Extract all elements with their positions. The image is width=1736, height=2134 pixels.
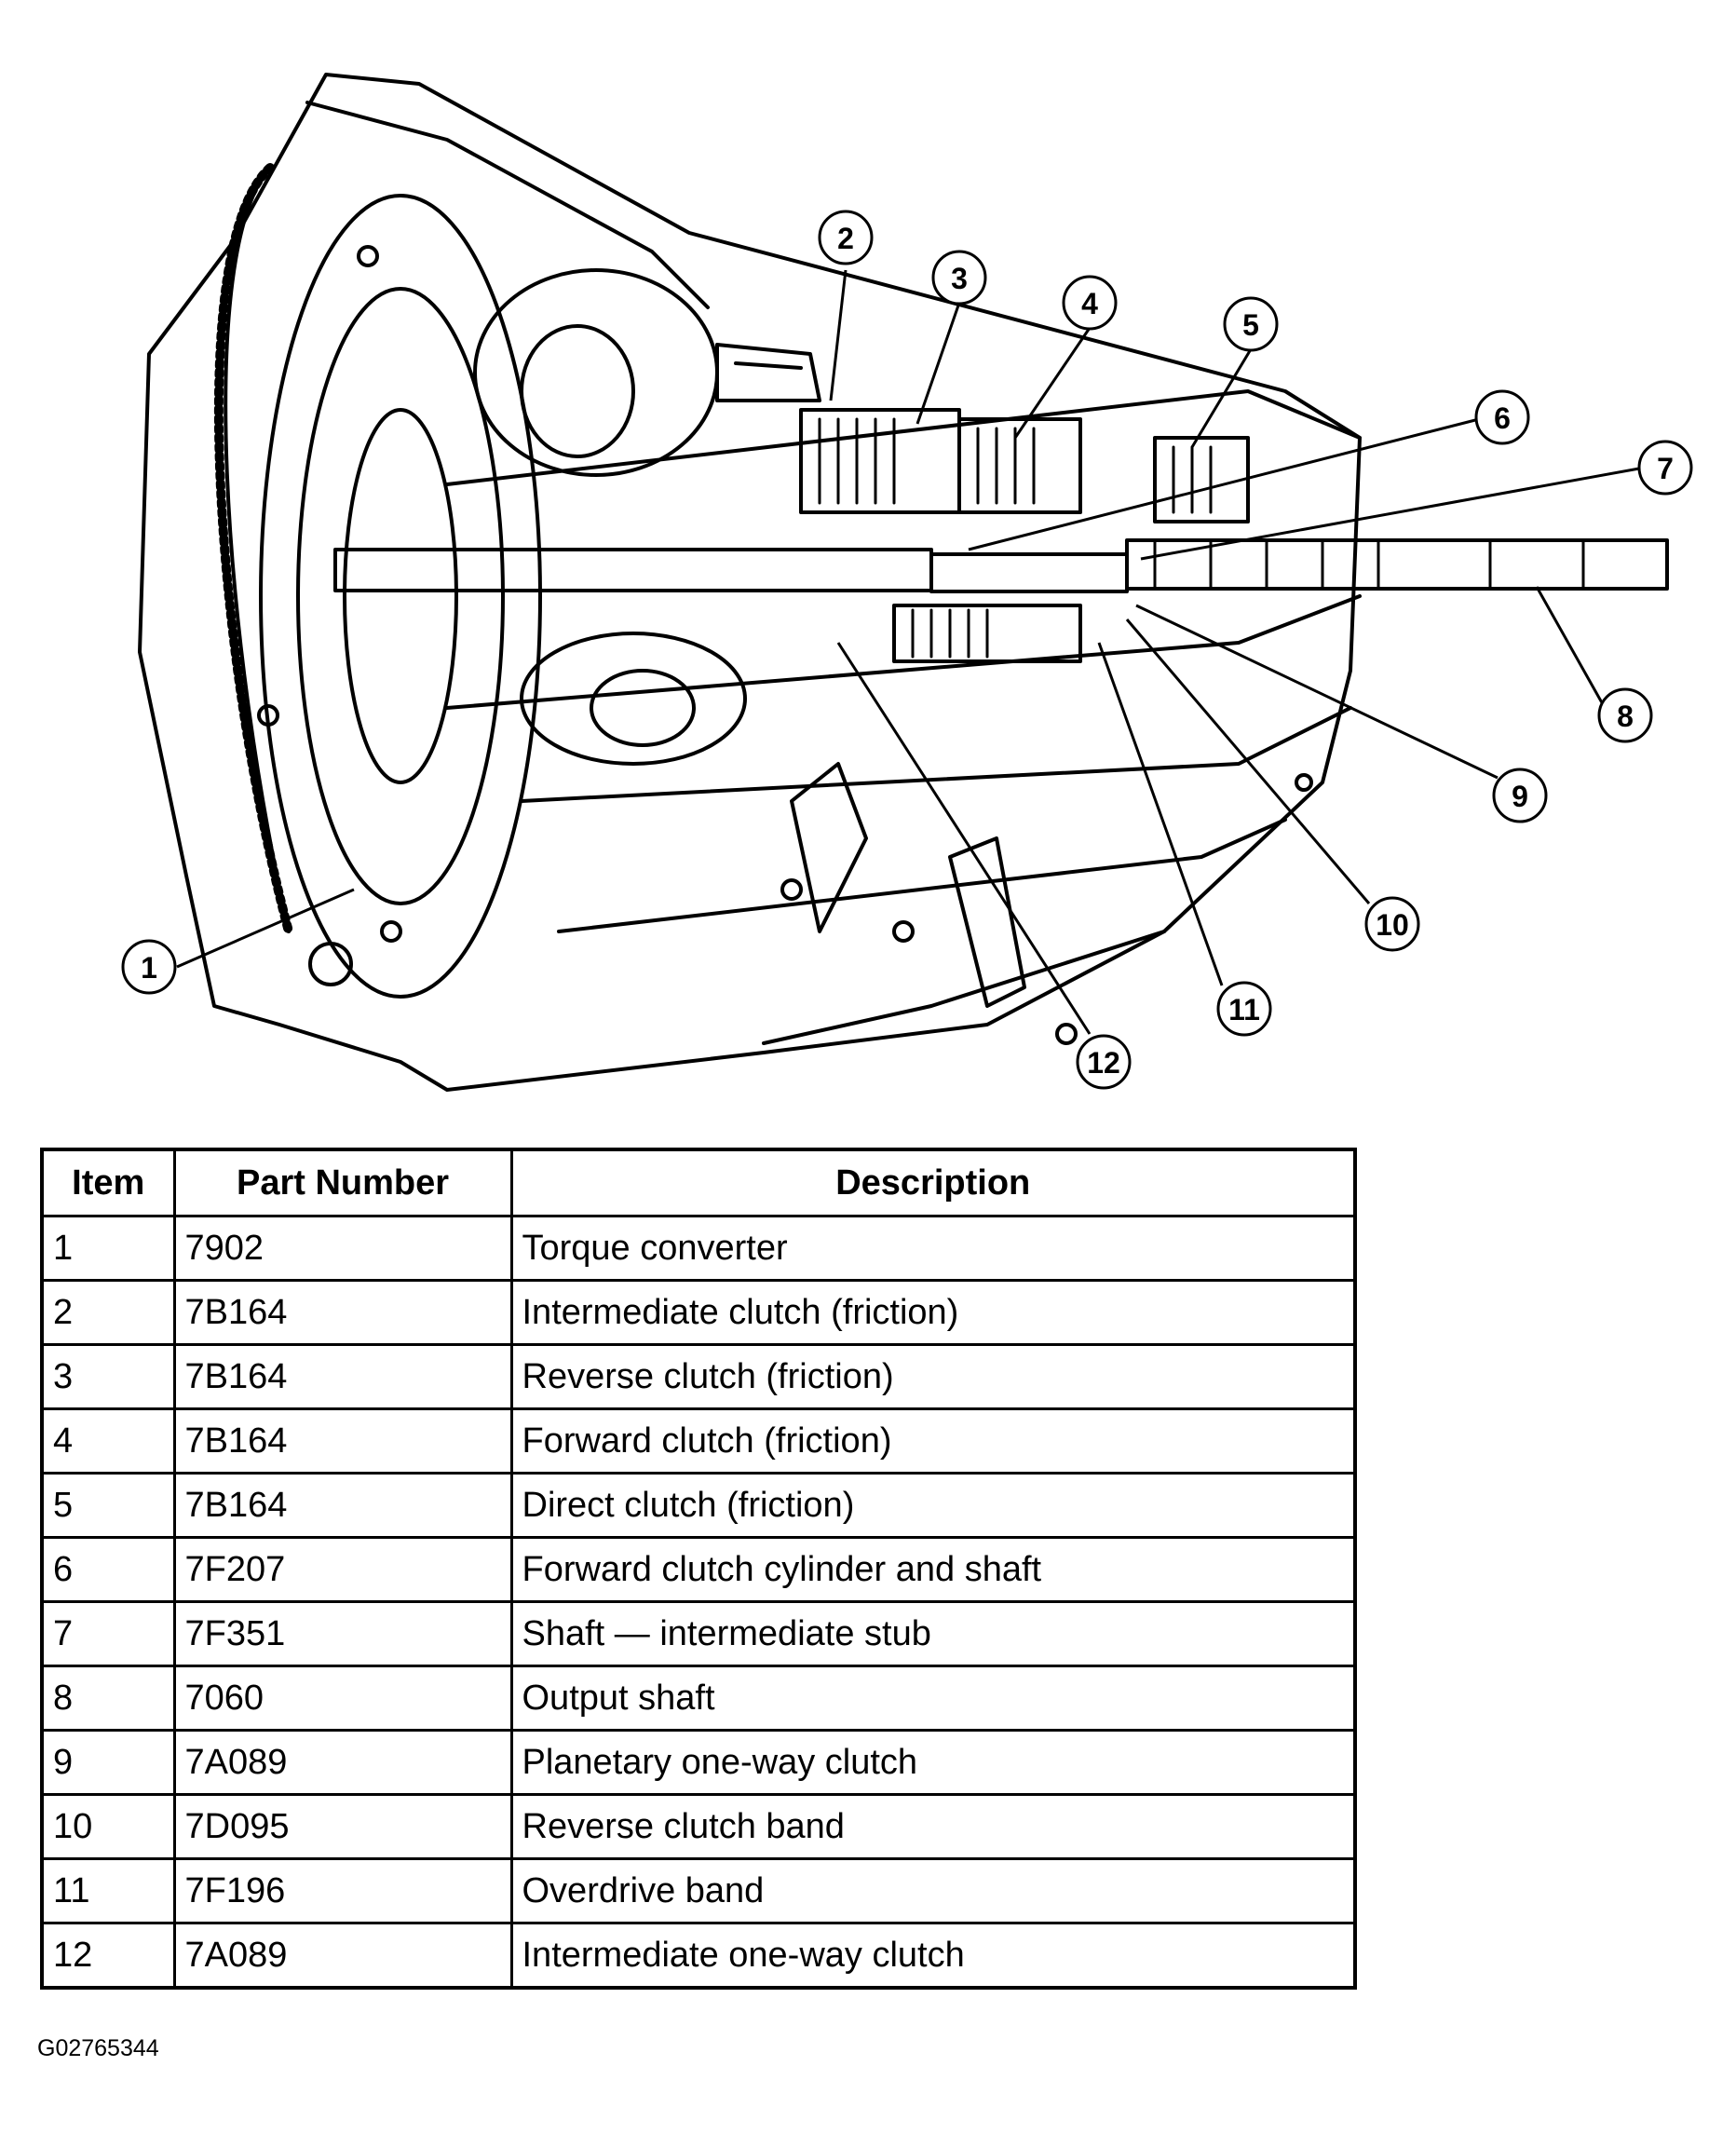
callout-7: 7: [1637, 440, 1693, 496]
cell-part-number: 7B164: [172, 1279, 513, 1346]
cell-item: 8: [40, 1665, 176, 1732]
cell-description: Overdrive band: [509, 1857, 1357, 1924]
callout-12: 12: [1076, 1034, 1132, 1090]
cell-part-number: 7902: [172, 1215, 513, 1282]
cell-description: Output shaft: [509, 1665, 1357, 1732]
output-shaft: [1125, 538, 1669, 591]
svg-text:6: 6: [1494, 401, 1511, 435]
cell-part-number: 7F196: [172, 1857, 513, 1924]
cell-item: 6: [40, 1536, 176, 1603]
cell-part-number: 7B164: [172, 1343, 513, 1410]
figure-code: G02765344: [37, 2035, 159, 2061]
cell-part-number: 7F207: [172, 1536, 513, 1603]
cell-item: 2: [40, 1279, 176, 1346]
bell-housing: [138, 73, 1362, 1092]
cell-part-number: 7A089: [172, 1729, 513, 1796]
cell-part-number: 7D095: [172, 1793, 513, 1860]
svg-text:11: 11: [1228, 993, 1260, 1026]
svg-text:5: 5: [1242, 308, 1259, 342]
svg-text:1: 1: [141, 951, 157, 985]
cell-item: 7: [40, 1600, 176, 1667]
callout-1: 1: [121, 939, 177, 995]
cell-item: 1: [40, 1215, 176, 1282]
cell-description: Intermediate one-way clutch: [509, 1922, 1357, 1990]
ring-gear: [213, 163, 293, 936]
cell-item: 11: [40, 1857, 176, 1924]
callout-2: 2: [818, 210, 874, 265]
svg-text:10: 10: [1376, 908, 1409, 942]
svg-text:7: 7: [1657, 452, 1674, 485]
header-description: Description: [509, 1148, 1357, 1217]
cell-part-number: 7A089: [172, 1922, 513, 1990]
callout-6: 6: [1474, 389, 1530, 445]
cell-item: 9: [40, 1729, 176, 1796]
cell-description: Intermediate clutch (friction): [509, 1279, 1357, 1346]
cell-description: Forward clutch cylinder and shaft: [509, 1536, 1357, 1603]
callout-4: 4: [1062, 275, 1118, 331]
svg-text:2: 2: [837, 222, 854, 255]
callout-11: 11: [1216, 981, 1272, 1037]
svg-text:9: 9: [1512, 780, 1528, 813]
cell-part-number: 7B164: [172, 1407, 513, 1475]
cell-part-number: 7B164: [172, 1472, 513, 1539]
torque-converter: [259, 194, 542, 999]
svg-text:8: 8: [1617, 700, 1634, 733]
callout-5: 5: [1223, 296, 1279, 352]
svg-text:3: 3: [951, 262, 968, 295]
callout-8: 8: [1597, 687, 1653, 743]
cell-item: 10: [40, 1793, 176, 1860]
cell-item: 3: [40, 1343, 176, 1410]
table-header-row: Item Part Number Description: [40, 1148, 1357, 1217]
cell-part-number: 7060: [172, 1665, 513, 1732]
callout-3: 3: [931, 250, 987, 306]
cell-item: 5: [40, 1472, 176, 1539]
input-shaft: [333, 548, 933, 592]
header-part-number: Part Number: [172, 1148, 513, 1217]
cell-description: Forward clutch (friction): [509, 1407, 1357, 1475]
cell-description: Reverse clutch band: [509, 1793, 1357, 1860]
cell-description: Planetary one-way clutch: [509, 1729, 1357, 1796]
cell-description: Direct clutch (friction): [509, 1472, 1357, 1539]
cell-item: 12: [40, 1922, 176, 1990]
cell-part-number: 7F351: [172, 1600, 513, 1667]
cell-item: 4: [40, 1407, 176, 1475]
svg-text:12: 12: [1087, 1046, 1120, 1080]
header-item: Item: [40, 1148, 176, 1217]
cell-description: Shaft — intermediate stub: [509, 1600, 1357, 1667]
transmission-cutaway-diagram: 1 2 3 4 5 6 7 8 9 10 11 12: [121, 73, 1693, 1092]
callout-10: 10: [1364, 896, 1420, 952]
cell-description: Torque converter: [509, 1215, 1357, 1282]
cell-description: Reverse clutch (friction): [509, 1343, 1357, 1410]
callout-9: 9: [1492, 768, 1548, 823]
svg-text:4: 4: [1081, 287, 1098, 320]
